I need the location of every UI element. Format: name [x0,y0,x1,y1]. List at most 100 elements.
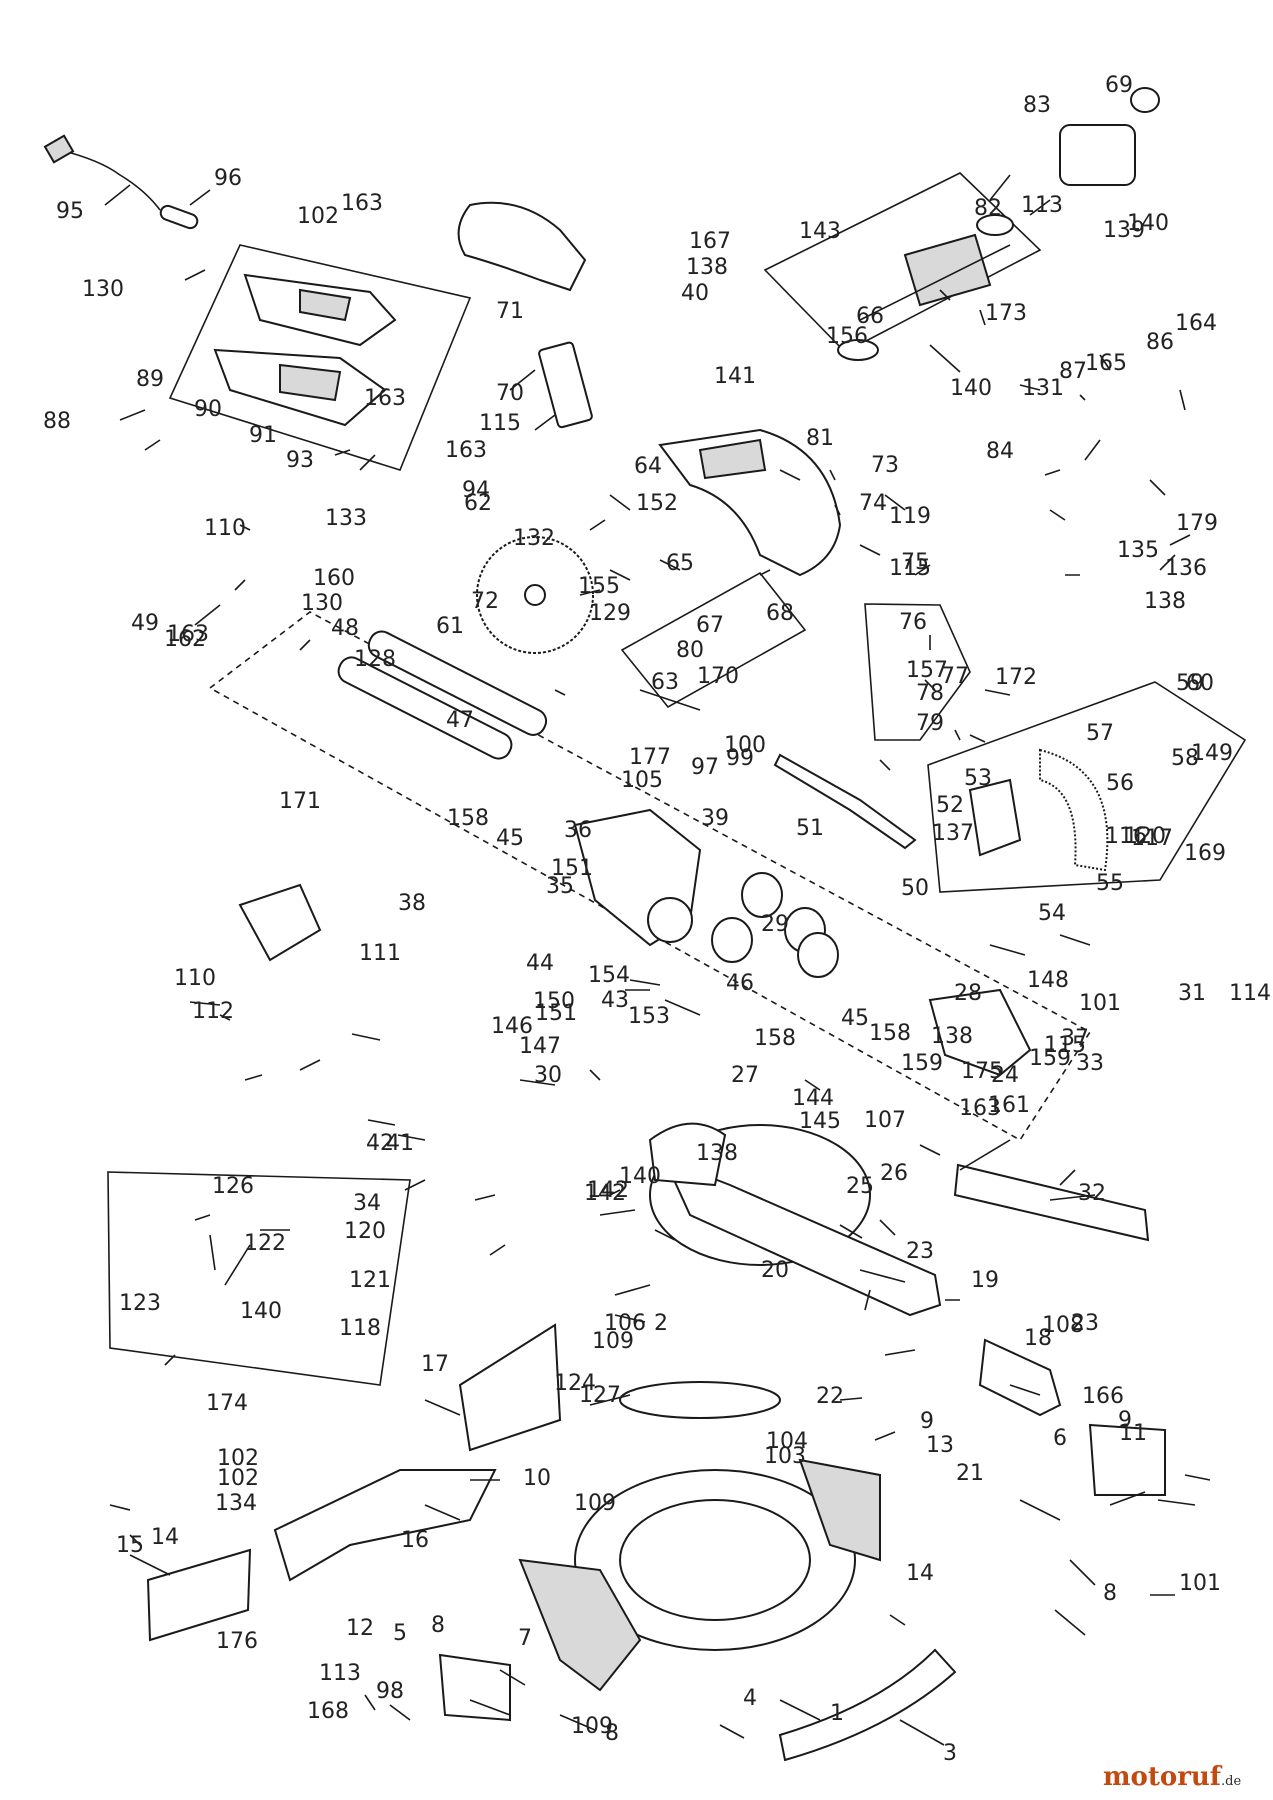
turntable [648,1122,942,1317]
callout-63: 63 [651,670,679,695]
callout-76: 76 [899,610,927,635]
callout-158: 158 [754,1026,796,1051]
callout-46: 46 [726,971,754,996]
callout-142: 142 [587,1178,629,1203]
callout-172: 172 [995,665,1037,690]
callout-144: 144 [792,1086,834,1111]
callout-165: 165 [1085,351,1127,376]
callout-9: 9 [1118,1408,1132,1433]
callout-2: 2 [654,1311,668,1336]
callout-26: 26 [880,1161,908,1186]
lower-blade-guard [968,748,1109,872]
callout-163: 163 [341,191,383,216]
callout-131: 131 [1022,376,1064,401]
callout-163: 163 [959,1096,1001,1121]
callout-121: 121 [349,1268,391,1293]
group-outline-170 [864,603,971,741]
callout-62: 62 [464,491,492,516]
callout-112: 112 [192,999,234,1024]
callout-5: 5 [393,1621,407,1646]
callout-154: 154 [588,963,630,988]
miter-scale [778,1648,957,1762]
callout-153: 153 [628,1004,670,1029]
callout-16: 16 [401,1528,429,1553]
callout-145: 145 [799,1109,841,1134]
callout-127: 127 [579,1383,621,1408]
callout-163: 163 [167,622,209,647]
extension-right [1088,1423,1166,1496]
callout-29: 29 [761,912,789,937]
callout-14: 14 [906,1561,934,1586]
armature [837,214,1014,361]
callout-12: 12 [346,1616,374,1641]
callout-32: 32 [1078,1181,1106,1206]
callout-83: 83 [1023,93,1051,118]
callout-155: 155 [578,574,620,599]
callout-39: 39 [701,806,729,831]
callout-113: 113 [1021,193,1063,218]
callout-174: 174 [206,1391,248,1416]
callout-116: 116 [1105,824,1147,849]
callout-24: 24 [991,1063,1019,1088]
callout-143: 143 [799,219,841,244]
callout-140: 140 [619,1164,661,1189]
callout-101: 101 [1179,1571,1221,1596]
callout-71: 71 [496,299,524,324]
callout-22: 22 [816,1384,844,1409]
callout-27: 27 [731,1063,759,1088]
callout-98: 98 [376,1679,404,1704]
callout-103: 103 [764,1444,806,1469]
dust-elbow [538,341,593,429]
callout-114: 114 [1229,981,1271,1006]
fence-left [273,1469,497,1582]
callout-162: 162 [164,627,206,652]
callout-36: 36 [564,818,592,843]
callout-18: 18 [1024,1326,1052,1351]
callout-97: 97 [691,755,719,780]
callout-151: 151 [551,856,593,881]
callout-86: 86 [1146,330,1174,355]
callout-136: 136 [1165,556,1207,581]
callout-130: 130 [82,277,124,302]
callout-137: 137 [932,821,974,846]
callout-111: 111 [359,941,401,966]
callout-90: 90 [194,397,222,422]
callout-140: 140 [1127,211,1169,236]
callout-122: 122 [244,1231,286,1256]
callout-105: 105 [621,768,663,793]
callout-133: 133 [325,506,367,531]
callout-51: 51 [796,816,824,841]
callout-138: 138 [931,1024,973,1049]
callout-38: 38 [398,891,426,916]
callout-120: 120 [344,1219,386,1244]
rail-carrier [573,808,702,947]
callout-99: 99 [726,746,754,771]
group-outline-168 [620,571,807,709]
callout-57: 57 [1086,721,1114,746]
callout-45: 45 [841,1006,869,1031]
callout-115: 115 [479,411,521,436]
callout-75: 75 [901,550,929,575]
callout-55: 55 [1096,871,1124,896]
callout-14: 14 [151,1525,179,1550]
callout-148: 148 [1027,968,1069,993]
callout-68: 68 [766,601,794,626]
callout-138: 138 [1144,589,1186,614]
callout-150: 150 [533,989,575,1014]
callout-142: 142 [584,1181,626,1206]
group-outline-179 [168,244,472,471]
bevel-lock-handle [238,883,322,962]
callout-56: 56 [1106,771,1134,796]
callout-157: 157 [906,658,948,683]
callout-66: 66 [856,304,884,329]
callout-43: 43 [601,988,629,1013]
callout-73: 73 [871,453,899,478]
callout-74: 74 [859,491,887,516]
callout-44: 44 [526,951,554,976]
watermark: motoruf.de [1103,1762,1241,1792]
callout-23: 23 [906,1239,934,1264]
callout-140: 140 [240,1299,282,1324]
callout-10: 10 [523,1466,551,1491]
callout-47: 47 [446,708,474,733]
